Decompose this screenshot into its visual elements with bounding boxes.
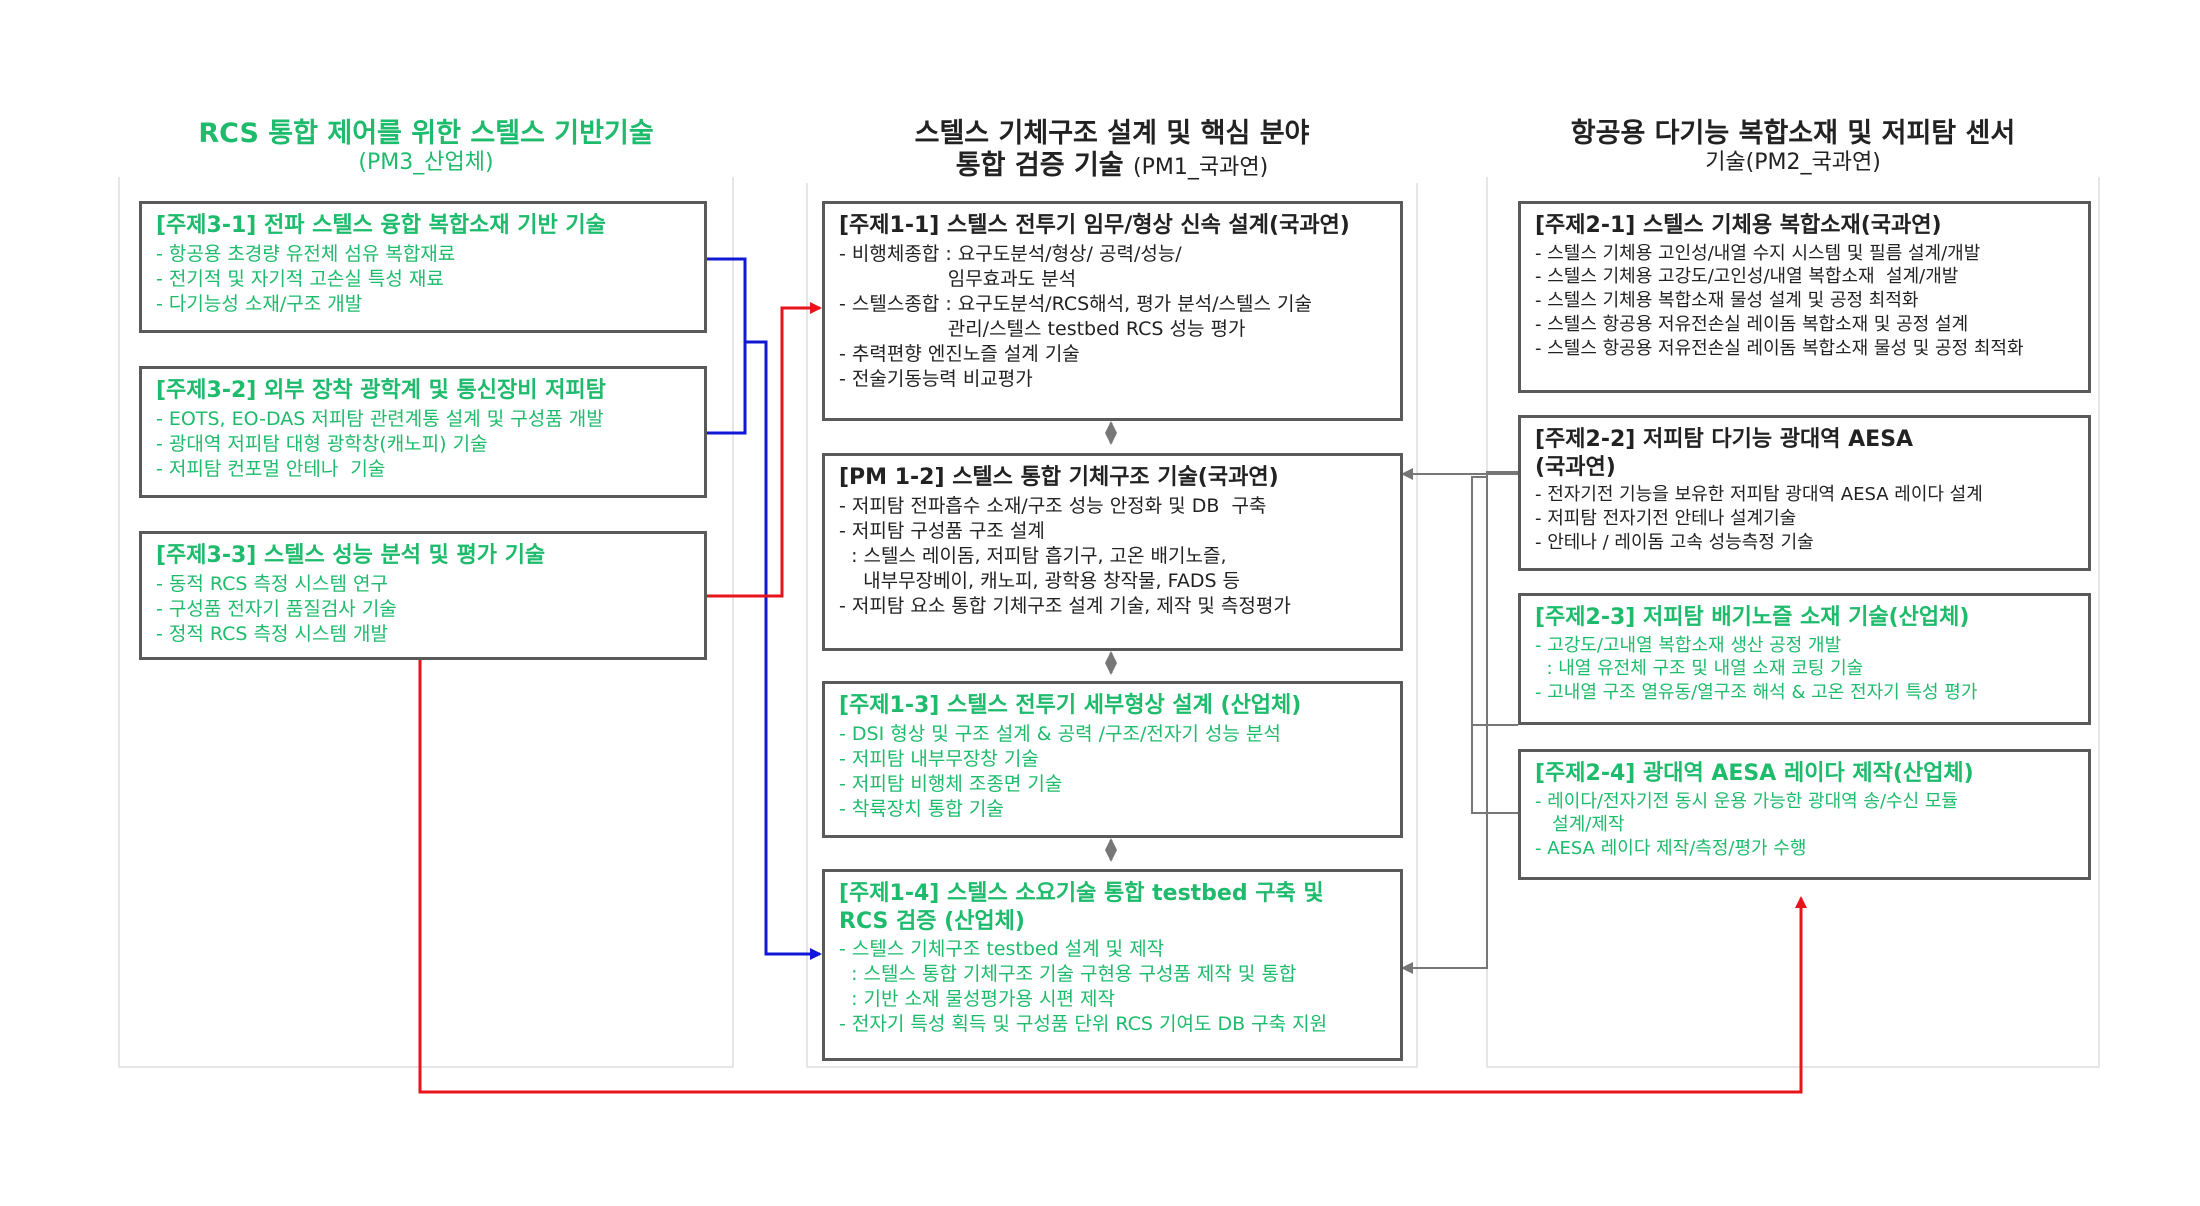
list-item: - 구성품 전자기 품질검사 기술 <box>156 597 397 620</box>
list-item: : 스텔스 레이돔, 저피탐 흡기구, 고온 배기노즐, <box>839 544 1227 567</box>
list-item: - 전기적 및 자기적 고손실 특성 재료 <box>156 267 444 290</box>
list-item: : 내열 유전체 구조 및 내열 소재 코팅 기술 <box>1535 658 1864 680</box>
box-2-1-list: - 스텔스 기체용 고인성/내열 수지 시스템 및 필름 설계/개발 - 스텔스… <box>1535 242 2074 361</box>
box-1-3-list: - DSI 형상 및 구조 설계 & 공력 /구조/전자기 성능 분석 - 저피… <box>839 722 1386 822</box>
list-item: - 정적 RCS 측정 시스템 개발 <box>156 622 388 645</box>
box-1-4-title-line2: RCS 검증 (산업체) <box>839 908 1025 934</box>
gray-connector-2-3-join <box>1471 476 1487 725</box>
list-item: - 항공용 초경량 유전체 섬유 복합재료 <box>156 242 456 265</box>
list-item: : 스텔스 통합 기체구조 기술 구현용 구성품 제작 및 통합 <box>839 963 1297 986</box>
left-column-title-text: RCS 통합 제어를 위한 스텔스 기반기술 <box>198 118 654 149</box>
list-item: - 저피탐 전파흡수 소재/구조 성능 안정화 및 DB 구축 <box>839 494 1267 517</box>
list-item: - 저피탐 요소 통합 기체구조 설계 기술, 제작 및 측정평가 <box>839 594 1291 617</box>
box-2-2-title-line2: (국과연) <box>1535 454 1616 480</box>
list-item: - 저피탐 비행체 조종면 기술 <box>839 772 1063 795</box>
box-1-3: [주제1-3] 스텔스 전투기 세부형상 설계 (산업체) - DSI 형상 및… <box>822 681 1403 838</box>
box-1-4-list: - 스텔스 기체구조 testbed 설계 및 제작 : 스텔스 통합 기체구조… <box>839 937 1386 1037</box>
box-3-3: [주제3-3] 스텔스 성능 분석 및 평가 기술 - 동적 RCS 측정 시스… <box>139 531 707 660</box>
list-item: - EOTS, EO-DAS 저피탐 관련계통 설계 및 구성품 개발 <box>156 407 604 430</box>
list-item: - 스텔스 항공용 저유전손실 레이돔 복합소재 물성 및 공정 최적화 <box>1535 337 2024 359</box>
box-2-1-title: [주제2-1] 스텔스 기체용 복합소재(국과연) <box>1535 213 1942 238</box>
box-2-2-list: - 전자기전 기능을 보유한 저피탐 광대역 AESA 레이다 설계 - 저피탐… <box>1535 483 2074 554</box>
box-2-4-list: - 레이다/전자기전 동시 운용 가능한 광대역 송/수신 모듈 설계/제작 -… <box>1535 790 2074 861</box>
box-2-2-title-line1: [주제2-2] 저피탐 다기능 광대역 AESA <box>1535 427 1914 452</box>
box-3-1-list: - 항공용 초경량 유전체 섬유 복합재료 - 전기적 및 자기적 고손실 특성… <box>156 242 690 317</box>
list-item: - 착륙장치 통합 기술 <box>839 797 1004 820</box>
box-2-2: [주제2-2] 저피탐 다기능 광대역 AESA (국과연) - 전자기전 기능… <box>1518 415 2091 571</box>
list-item: - 스텔스 항공용 저유전손실 레이돔 복합소재 및 공정 설계 <box>1535 313 1969 335</box>
list-item: - 고내열 구조 열유동/열구조 해석 & 고온 전자기 특성 평가 <box>1535 682 1978 703</box>
blue-connector-to-1-4 <box>745 340 822 960</box>
list-item: - 저피탐 전자기전 안테나 설계기술 <box>1535 507 1797 529</box>
list-item: - 광대역 저피탐 대형 광학창(캐노피) 기술 <box>156 432 488 455</box>
right-column-title: 항공용 다기능 복합소재 및 저피탐 센서 기술(PM2_국과연) <box>1486 118 2100 177</box>
list-item: - 전자기전 기능을 보유한 저피탐 광대역 AESA 레이다 설계 <box>1535 484 1983 505</box>
gray-connector-2-3 <box>1471 724 1518 814</box>
gray-connector-right-to-1-4 <box>1401 471 1518 974</box>
left-column-subtitle: (PM3_산업체) <box>358 150 494 176</box>
box-3-2: [주제3-2] 외부 장착 광학계 및 통신장비 저피탐 - EOTS, EO-… <box>139 366 707 498</box>
list-item: - 고강도/고내열 복합소재 생산 공정 개발 <box>1535 634 1842 656</box>
list-item: - 스텔스 기체용 고인성/내열 수지 시스템 및 필름 설계/개발 <box>1535 242 1981 264</box>
box-2-2-title: [주제2-2] 저피탐 다기능 광대역 AESA (국과연) <box>1535 426 2074 481</box>
box-2-3-title: [주제2-3] 저피탐 배기노즐 소재 기술(산업체) <box>1535 605 1970 630</box>
list-item: - AESA 레이다 제작/측정/평가 수행 <box>1535 838 1807 859</box>
box-3-3-list: - 동적 RCS 측정 시스템 연구 - 구성품 전자기 품질검사 기술 - 정… <box>156 572 690 647</box>
list-item: - 스텔스 기체용 복합소재 물성 설계 및 공정 최적화 <box>1535 290 1919 311</box>
right-column-title-text: 항공용 다기능 복합소재 및 저피탐 센서 <box>1570 118 2016 149</box>
box-3-2-title: [주제3-2] 외부 장착 광학계 및 통신장비 저피탐 <box>156 378 606 403</box>
center-column-title-line2: 통합 검증 기술 <box>955 150 1124 182</box>
box-2-3-list: - 고강도/고내열 복합소재 생산 공정 개발 : 내열 유전체 구조 및 내열… <box>1535 634 2074 705</box>
list-item: 내부무장베이, 캐노피, 광학용 창작물, FADS 등 <box>839 569 1241 592</box>
box-1-4: [주제1-4] 스텔스 소요기술 통합 testbed 구축 및 RCS 검증 … <box>822 869 1403 1061</box>
blue-connector-3-1 <box>707 257 747 435</box>
box-1-1: [주제1-1] 스텔스 전투기 임무/형상 신속 설계(국과연) - 비행체종합… <box>822 201 1403 421</box>
box-1-2: [PM 1-2] 스텔스 통합 기체구조 기술(국과연) - 저피탐 전파흡수 … <box>822 453 1403 651</box>
list-item: - 저피탐 컨포멀 안테나 기술 <box>156 457 386 480</box>
list-item: - 추력편향 엔진노즐 설계 기술 <box>839 342 1080 365</box>
box-1-2-list: - 저피탐 전파흡수 소재/구조 성능 안정화 및 DB 구축 - 저피탐 구성… <box>839 494 1386 619</box>
list-item: - 스텔스종합 : 요구도분석/RCS해석, 평가 분석/스텔스 기술 <box>839 292 1313 315</box>
list-item: - 전자기 특성 획득 및 구성품 단위 RCS 기여도 DB 구축 지원 <box>839 1013 1328 1036</box>
list-item: - DSI 형상 및 구조 설계 & 공력 /구조/전자기 성능 분석 <box>839 722 1281 745</box>
box-1-1-list: - 비행체종합 : 요구도분석/형상/ 공력/성능/ 임무효과도 분석 - 스텔… <box>839 242 1386 392</box>
list-item: - 전술기동능력 비교평가 <box>839 367 1033 390</box>
list-item: - 스텔스 기체구조 testbed 설계 및 제작 <box>839 938 1165 960</box>
box-2-4-title: [주제2-4] 광대역 AESA 레이다 제작(산업체) <box>1535 761 1974 786</box>
center-column-title-line1: 스텔스 기체구조 설계 및 핵심 분야 <box>914 118 1310 149</box>
right-column-subtitle: 기술(PM2_국과연) <box>1705 150 1881 176</box>
list-item: : 기반 소재 물성평가용 시편 제작 <box>839 988 1115 1011</box>
list-item: - 레이다/전자기전 동시 운용 가능한 광대역 송/수신 모듈 <box>1535 790 1958 812</box>
box-1-4-title-line1: [주제1-4] 스텔스 소요기술 통합 testbed 구축 및 <box>839 881 1324 906</box>
red-connector-3-3-to-right <box>418 660 1807 1094</box>
list-item: 관리/스텔스 testbed RCS 성능 평가 <box>839 317 1246 340</box>
center-column-title: 스텔스 기체구조 설계 및 핵심 분야 통합 검증 기술 (PM1_국과연) <box>806 118 1418 183</box>
list-item: - 안테나 / 레이돔 고속 성능측정 기술 <box>1535 531 1814 553</box>
list-item: - 저피탐 구성품 구조 설계 <box>839 519 1045 542</box>
list-item: - 스텔스 기체용 고강도/고인성/내열 복합소재 설계/개발 <box>1535 266 1959 288</box>
red-connector-3-3-to-1-1 <box>707 302 822 598</box>
box-1-2-title: [PM 1-2] 스텔스 통합 기체구조 기술(국과연) <box>839 465 1279 490</box>
list-item: - 비행체종합 : 요구도분석/형상/ 공력/성능/ <box>839 242 1182 265</box>
center-column-subtitle: (PM1_국과연) <box>1133 155 1269 181</box>
list-item: 설계/제작 <box>1535 814 1625 836</box>
box-2-3: [주제2-3] 저피탐 배기노즐 소재 기술(산업체) - 고강도/고내열 복합… <box>1518 593 2091 725</box>
box-3-2-list: - EOTS, EO-DAS 저피탐 관련계통 설계 및 구성품 개발 - 광대… <box>156 407 690 482</box>
list-item: 임무효과도 분석 <box>839 267 1077 290</box>
box-2-4: [주제2-4] 광대역 AESA 레이다 제작(산업체) - 레이다/전자기전 … <box>1518 749 2091 880</box>
box-1-3-title: [주제1-3] 스텔스 전투기 세부형상 설계 (산업체) <box>839 693 1302 718</box>
box-3-1-title: [주제3-1] 전파 스텔스 융합 복합소재 기반 기술 <box>156 213 606 238</box>
list-item: - 동적 RCS 측정 시스템 연구 <box>156 572 388 595</box>
box-1-1-title: [주제1-1] 스텔스 전투기 임무/형상 신속 설계(국과연) <box>839 213 1350 238</box>
box-2-1: [주제2-1] 스텔스 기체용 복합소재(국과연) - 스텔스 기체용 고인성/… <box>1518 201 2091 393</box>
box-3-3-title: [주제3-3] 스텔스 성능 분석 및 평가 기술 <box>156 543 546 568</box>
left-column-title: RCS 통합 제어를 위한 스텔스 기반기술 (PM3_산업체) <box>118 118 734 177</box>
box-1-4-title: [주제1-4] 스텔스 소요기술 통합 testbed 구축 및 RCS 검증 … <box>839 880 1386 935</box>
list-item: - 저피탐 내부무장창 기술 <box>839 747 1039 770</box>
list-item: - 다기능성 소재/구조 개발 <box>156 292 363 315</box>
box-3-1: [주제3-1] 전파 스텔스 융합 복합소재 기반 기술 - 항공용 초경량 유… <box>139 201 707 333</box>
